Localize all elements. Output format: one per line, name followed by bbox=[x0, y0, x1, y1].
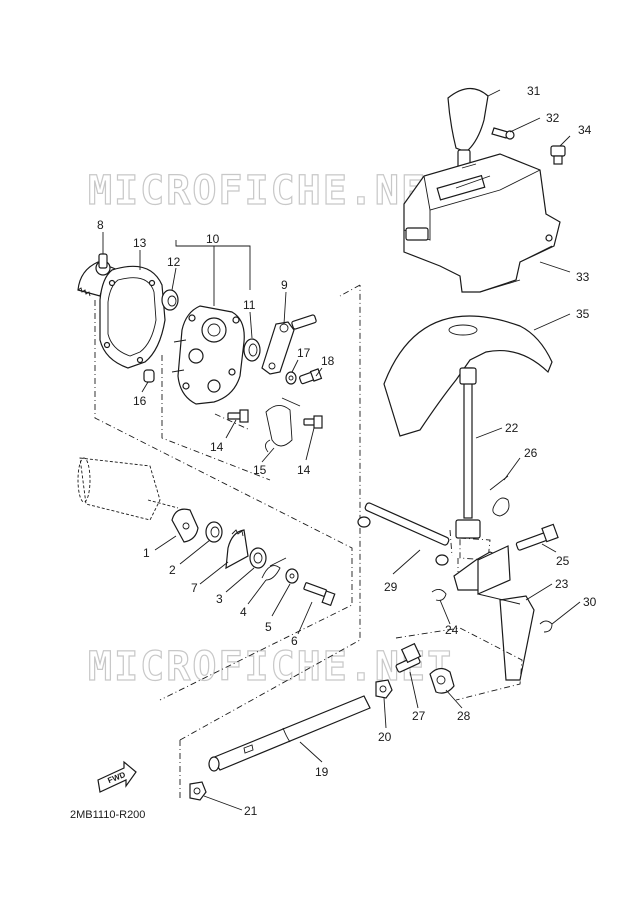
reference-box-right bbox=[395, 627, 523, 701]
part-9-shift-lever[interactable] bbox=[261, 314, 317, 375]
part-7-gear[interactable] bbox=[225, 529, 249, 570]
callout-3: 3 bbox=[216, 592, 223, 606]
part-14-bolt-a[interactable] bbox=[227, 409, 249, 423]
callout-22: 22 bbox=[505, 421, 519, 435]
callout-10: 10 bbox=[206, 232, 220, 246]
diagram-code: 2MB1110-R200 bbox=[70, 809, 145, 821]
callout-8: 8 bbox=[97, 218, 104, 232]
callout-12: 12 bbox=[167, 255, 181, 269]
callout-7: 7 bbox=[191, 581, 198, 595]
callout-25: 25 bbox=[556, 554, 570, 568]
part-15-spring[interactable] bbox=[265, 397, 301, 453]
part-8-gear-segment[interactable] bbox=[77, 253, 120, 297]
part-24-clip[interactable] bbox=[431, 589, 447, 601]
callout-11: 11 bbox=[243, 298, 256, 312]
callout-16: 16 bbox=[133, 394, 147, 408]
callout-31: 31 bbox=[527, 84, 541, 98]
callout-20: 20 bbox=[378, 730, 392, 744]
part-3-washer[interactable] bbox=[249, 547, 267, 569]
reference-box-left bbox=[94, 284, 361, 800]
part-13-gasket[interactable] bbox=[99, 265, 166, 369]
callout-34: 34 bbox=[578, 123, 592, 137]
part-20-nut[interactable] bbox=[375, 679, 393, 699]
callout-9: 9 bbox=[281, 278, 288, 292]
callout-32: 32 bbox=[546, 111, 560, 125]
callout-1: 1 bbox=[143, 546, 150, 560]
callout-18: 18 bbox=[321, 354, 335, 368]
callout-13: 13 bbox=[133, 236, 147, 250]
part-32-screw[interactable] bbox=[491, 127, 515, 140]
callout-21: 21 bbox=[244, 804, 258, 818]
callout-29: 29 bbox=[384, 580, 398, 594]
watermark-top: MICROFICHE.NET bbox=[88, 168, 453, 214]
part-4-spring[interactable] bbox=[261, 557, 287, 581]
callout-17: 17 bbox=[297, 346, 311, 360]
fwd-arrow-icon: FWD bbox=[97, 760, 137, 793]
part-19-rod[interactable] bbox=[208, 695, 371, 772]
part-25-bolt[interactable] bbox=[515, 523, 559, 551]
callout-23: 23 bbox=[555, 577, 569, 591]
part-5-washer[interactable] bbox=[285, 568, 299, 584]
callout-33: 33 bbox=[576, 270, 590, 284]
callout-15: 15 bbox=[253, 463, 267, 477]
part-10-shift-housing[interactable] bbox=[171, 305, 245, 405]
part-30-clip[interactable] bbox=[539, 620, 553, 633]
callout-19: 19 bbox=[315, 765, 329, 779]
part-18-bolt[interactable] bbox=[299, 368, 323, 385]
callout-14-right: 14 bbox=[297, 463, 311, 477]
part-34-plug[interactable] bbox=[550, 145, 566, 165]
callout-30: 30 bbox=[583, 595, 597, 609]
part-28-nut[interactable] bbox=[429, 667, 455, 694]
callout-numbers: 8 13 12 10 11 9 17 18 16 14 14 15 1 2 7 … bbox=[97, 84, 597, 818]
watermark-bottom: MICROFICHE.NET bbox=[88, 644, 453, 690]
callout-14-left: 14 bbox=[210, 440, 224, 454]
callout-5: 5 bbox=[265, 620, 272, 634]
callout-27: 27 bbox=[412, 709, 426, 723]
callout-26: 26 bbox=[524, 446, 538, 460]
part-35-boot[interactable] bbox=[383, 315, 553, 437]
part-6-bolt[interactable] bbox=[303, 582, 336, 607]
leader-lines bbox=[102, 89, 581, 811]
part-33-shift-cover[interactable] bbox=[403, 153, 561, 293]
shift-drum[interactable] bbox=[77, 457, 179, 521]
part-2-collar[interactable] bbox=[205, 521, 223, 543]
callout-6: 6 bbox=[291, 634, 298, 648]
part-31-knob[interactable] bbox=[447, 87, 489, 171]
part-26-spring[interactable] bbox=[489, 475, 510, 517]
callout-24: 24 bbox=[445, 623, 459, 637]
callout-35: 35 bbox=[576, 307, 590, 321]
reference-lines-rod bbox=[449, 529, 459, 572]
part-12-bushing[interactable] bbox=[161, 289, 179, 311]
part-14-bolt-b[interactable] bbox=[303, 415, 323, 429]
part-17-washer[interactable] bbox=[285, 371, 297, 385]
part-16-dowel-pin[interactable] bbox=[143, 369, 155, 383]
part-1-cam[interactable] bbox=[171, 508, 199, 543]
part-23-arm[interactable] bbox=[453, 545, 535, 681]
part-27-bolt[interactable] bbox=[395, 642, 422, 673]
part-11-oil-seal[interactable] bbox=[243, 338, 261, 362]
callout-4: 4 bbox=[240, 605, 247, 619]
part-21-nut[interactable] bbox=[189, 781, 207, 801]
part-29-shaft[interactable] bbox=[357, 502, 450, 566]
callout-28: 28 bbox=[457, 709, 471, 723]
part-22-shift-rod[interactable] bbox=[455, 367, 491, 561]
callout-2: 2 bbox=[169, 563, 176, 577]
